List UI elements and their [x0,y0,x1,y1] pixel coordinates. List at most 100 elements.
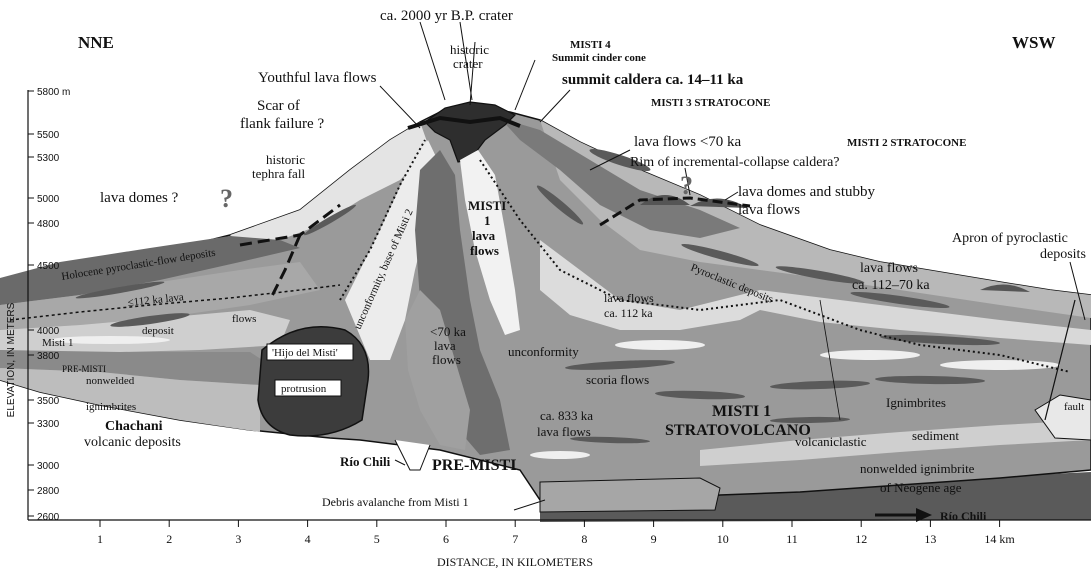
label-rio-chili-2: Río Chili [940,509,987,523]
label-misti4-sub: Summit cinder cone [552,52,646,64]
elevation-tick-label: 3300 [37,419,60,430]
label-debris: Debris avalanche from Misti 1 [322,495,469,509]
distance-tick-label: 14 km [984,532,1015,546]
label-nonwelded-ign: nonwelded ignimbrite [860,461,975,476]
label-lava112-70-1: lava flows [860,261,918,276]
leader-summit-caldera [540,90,570,122]
label-sediment: sediment [912,428,959,443]
label-pre-misti-small: PRE-MISTI [62,364,106,374]
label-volcaniclastic: volcaniclastic [795,434,867,449]
label-chachani-1: Chachani [105,419,163,434]
label-scar-1: Scar of [257,98,300,114]
direction-nne: NNE [78,33,114,52]
rio-chili-notch [395,440,430,470]
label-lava833-2: lava flows [537,424,591,439]
label-scar-2: flank failure ? [240,116,324,132]
label-rio-chili-1: Río Chili [340,454,391,469]
x-axis-label: DISTANCE, IN KILOMETERS [437,555,593,569]
leader-misti4 [515,60,535,110]
label-flows: flows [232,313,256,325]
label-rim: Rim of incremental-collapse caldera? [630,155,840,170]
label-lava112-70-2: ca. 112–70 ka [852,278,930,293]
y-axis-label: ELEVATION, IN METERS [6,302,17,417]
label-lava-domes-q: lava domes ? [100,190,179,206]
label-lava833-1: ca. 833 ka [540,408,593,423]
elevation-tick-label: 3500 [37,396,60,407]
elevation-tick-label: 2600 [37,512,60,523]
label-apron-1: Apron of pyroclastic [952,231,1068,246]
elevation-tick-label: 4000 [37,326,60,337]
label-misti1-strato-2: STRATOVOLCANO [665,422,811,439]
elevation-tick-label: 5500 [37,130,60,141]
label-misti4: MISTI 4 [570,39,611,51]
distance-tick-label: 8 [581,532,587,546]
direction-wsw: WSW [1012,33,1055,52]
label-misti1-lava-2: 1 [484,213,491,228]
debris-avalanche-block [540,478,720,512]
label-q1: ? [220,184,233,213]
distance-tick-label: 9 [651,532,657,546]
elevation-tick-label: 5300 [37,153,60,164]
label-nonwelded: nonwelded [86,375,135,387]
elevation-tick-label: 5000 [37,194,60,205]
label-lt70-2: lava [434,338,456,353]
elevation-tick-label: 2800 [37,486,60,497]
distance-tick-label: 5 [374,532,380,546]
distance-tick-label: 10 [717,532,729,546]
label-fault: fault [1064,401,1084,413]
label-apron-2: deposits [1040,247,1086,262]
label-chachani-2: volcanic deposits [84,435,181,450]
label-historic-crater-1: historic [450,42,489,57]
label-ignimbrites-left: ignimbrites [86,401,136,413]
elevation-tick-label: 4500 [37,261,60,272]
label-ignimbrites-right: Ignimbrites [886,395,946,410]
leader-rio-chili-1 [395,460,405,465]
label-scoria: scoria flows [586,372,649,387]
label-lava112-2: ca. 112 ka [604,306,653,320]
label-lt70-1: <70 ka [430,324,466,339]
label-misti1-strato-1: MISTI 1 [712,403,771,420]
label-unconformity: unconformity [508,344,579,359]
label-misti1-lava-4: flows [470,243,499,258]
distance-tick-label: 13 [924,532,936,546]
label-youthful: Youthful lava flows [258,70,377,86]
leader-crater-2000-b [420,22,445,100]
label-neogene: of Neogene age [880,480,962,495]
label-lava70-top: lava flows <70 ka [634,134,742,150]
label-misti3: MISTI 3 STRATOCONE [651,97,770,109]
label-summit-caldera: summit caldera ca. 14–11 ka [562,72,744,88]
x-axis: 1234567891011121314 km DISTANCE, IN KILO… [28,520,1091,569]
distance-tick-label: 3 [235,532,241,546]
label-misti1-small: Misti 1 [42,337,73,349]
distance-tick-label: 7 [512,532,518,546]
distance-tick-label: 6 [443,532,449,546]
label-historic-crater-2: crater [453,56,483,71]
strata-background [0,102,1091,522]
label-hijo: 'Hijo del Misti' [272,347,338,359]
label-crater-2000: ca. 2000 yr B.P. crater [380,8,513,24]
label-domes-stubby-1: lava domes and stubby [738,184,876,200]
label-pre-misti-big: PRE-MISTI [432,457,516,474]
distance-tick-label: 2 [166,532,172,546]
label-q2: ? [680,171,693,200]
elevation-tick-label: 4800 [37,219,60,230]
label-tephra-2: tephra fall [252,166,305,181]
label-domes-stubby-2: lava flows [738,202,800,218]
elevation-tick-label: 3800 [37,351,60,362]
distance-tick-label: 1 [97,532,103,546]
label-lt70-3: flows [432,352,461,367]
label-tephra-1: historic [266,152,305,167]
distance-tick-label: 4 [305,532,311,546]
distance-tick-label: 11 [786,532,798,546]
label-lava112-1: lava flows [604,291,654,305]
label-protrusion: protrusion [281,383,327,395]
elevation-tick-label: 3000 [37,461,60,472]
distance-tick-label: 12 [855,532,867,546]
label-misti2: MISTI 2 STRATOCONE [847,137,966,149]
label-misti1-lava-3: lava [472,228,496,243]
leader-youthful [380,86,420,128]
label-misti1-lava-1: MISTI [468,198,506,213]
elevation-tick-label: 5800 m [37,87,70,98]
